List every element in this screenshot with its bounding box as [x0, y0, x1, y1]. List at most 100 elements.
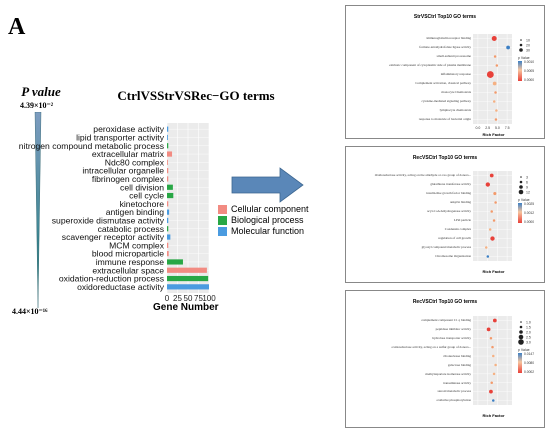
go-term-label: acyl-CoA dehydrogenase activity	[427, 209, 471, 214]
color-legend-label: 0.0025	[524, 202, 534, 206]
dot	[492, 81, 497, 86]
category-label: extracellular space	[92, 265, 164, 275]
size-legend-label: 9	[526, 185, 528, 189]
bar	[167, 217, 169, 224]
pvalue-max-label: 4.39×10⁻²	[20, 101, 54, 110]
color-legend-title: p Value	[518, 348, 530, 352]
right-arrow	[231, 167, 304, 203]
color-legend-label: 0.0000	[524, 220, 534, 224]
size-legend-dot	[519, 48, 523, 52]
size-legend-label: 2.0	[526, 330, 531, 334]
bar	[167, 267, 207, 273]
dot	[494, 363, 497, 367]
legend-swatch	[218, 226, 227, 236]
size-legend-label: 10	[526, 38, 530, 42]
dot	[486, 255, 490, 258]
dot	[486, 71, 494, 78]
dot	[490, 236, 495, 241]
category-label: extracellular matrix	[92, 149, 165, 159]
x-tick-label: 50	[184, 294, 193, 303]
dot	[492, 318, 497, 323]
dot	[495, 109, 498, 112]
go-term-label: steroid metabolic process	[437, 389, 471, 394]
bar	[167, 176, 169, 182]
go-term-label: oxidative phosphorylation	[436, 398, 471, 403]
dot	[488, 228, 492, 231]
go-term-label: ribonuclease binding	[443, 353, 471, 358]
category-label: oxidation-reduction process	[59, 274, 164, 284]
bar-chart-title: CtrlVSStrVSRec−GO terms	[117, 88, 275, 103]
dot	[492, 219, 496, 222]
size-legend-label: 30	[526, 48, 530, 52]
color-legend-label: 0.0012	[524, 211, 534, 215]
dot	[494, 118, 498, 121]
dotplot-xlabel: Rich Factor	[482, 413, 505, 418]
bar	[167, 275, 209, 282]
color-legend-bar	[518, 353, 522, 373]
dot	[493, 55, 497, 58]
bar	[167, 151, 173, 157]
dot	[489, 337, 493, 340]
size-legend-dot	[518, 339, 524, 345]
size-legend-label: 20	[526, 43, 530, 47]
legend-swatch	[218, 204, 227, 214]
dotplot-title: StrVSCtrl Top10 GO terms	[413, 14, 477, 20]
category-label: nitrogen compound metabolic process	[19, 141, 164, 151]
legend-molecular-function: Molecular function	[218, 226, 304, 236]
legend-biological-process: Biological process	[218, 215, 304, 225]
category-label: cell division	[120, 182, 164, 192]
color-legend-label: 0.0005	[524, 69, 534, 73]
go-term-label: regulation of cell growth	[438, 236, 471, 241]
dot	[491, 345, 494, 349]
bar-chart-xlabel: Gene Number	[153, 302, 219, 313]
go-term-label: lymphocyte chemotaxis	[439, 108, 471, 113]
panel-label: A	[8, 14, 26, 40]
size-legend-dot	[519, 43, 523, 47]
go-term-label: cytokine-mediated signaling pathway	[421, 99, 471, 104]
go-term-label: methylaspartate isomerase activity	[425, 371, 471, 376]
dot	[492, 399, 495, 402]
size-legend-label: 6	[526, 180, 528, 184]
go-term-label: LPid particle	[453, 218, 471, 223]
category-label: intracellular organelle	[82, 166, 164, 176]
bar	[167, 201, 169, 207]
color-legend-label: 0.0000	[524, 78, 534, 82]
bar	[167, 192, 174, 199]
size-legend-label: 3.0	[526, 340, 531, 344]
size-legend-dot	[518, 189, 524, 195]
bar	[167, 259, 183, 265]
bar	[167, 284, 209, 290]
color-legend-label: 0.0010	[524, 60, 534, 64]
go-term-label: immunoglobulin receptor binding	[426, 36, 471, 41]
plot-background	[473, 316, 512, 405]
go-term-label: glyoxyl compound metabolic process	[421, 245, 471, 250]
dot	[489, 173, 494, 178]
category-label: cell cycle	[129, 191, 164, 201]
bar	[167, 226, 169, 232]
dot	[490, 210, 493, 213]
color-legend-bar	[518, 61, 522, 81]
legend-swatch	[218, 215, 227, 225]
go-term-label: formate-tetrahydrofolate ligase activity	[419, 45, 471, 50]
x-tick-label: 5.0	[495, 126, 500, 130]
x-tick-label: 25	[173, 294, 182, 303]
dot	[491, 36, 497, 41]
legend-label: Molecular function	[231, 226, 305, 236]
go-term-label: complement component C1 q binding	[421, 318, 471, 323]
dot	[492, 372, 496, 376]
dot	[485, 182, 491, 187]
go-term-label: extrinsic component of cytoplasmic side …	[389, 63, 471, 68]
size-legend-dot	[519, 185, 523, 189]
color-legend-label: 0.0147	[524, 352, 534, 356]
size-legend-dot	[520, 39, 522, 41]
category-label: Ndc80 complex	[105, 157, 165, 167]
category-label: scavenger receptor activity	[62, 232, 165, 242]
bar	[167, 159, 168, 165]
x-tick-label: 75	[194, 294, 203, 303]
pvalue-title: P value	[21, 84, 61, 99]
go-term-label: oxidoreductase activity, acting on a sul…	[391, 344, 471, 349]
